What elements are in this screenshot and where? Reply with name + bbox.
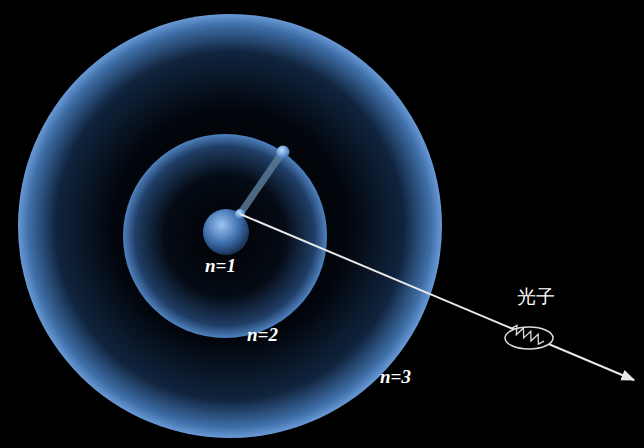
level-label: n=2: [247, 325, 278, 344]
electron: [277, 146, 290, 159]
photon-wave: [510, 324, 546, 346]
electron-path: [240, 153, 282, 214]
photon-arrow: [240, 214, 634, 380]
photon-symbol: [505, 327, 553, 349]
photon-label: 光子: [517, 287, 555, 306]
level-label: n=1: [205, 256, 236, 275]
orbit-n3: [18, 14, 442, 438]
level-label: n=3: [380, 367, 411, 386]
orbit-n2: [123, 134, 327, 338]
